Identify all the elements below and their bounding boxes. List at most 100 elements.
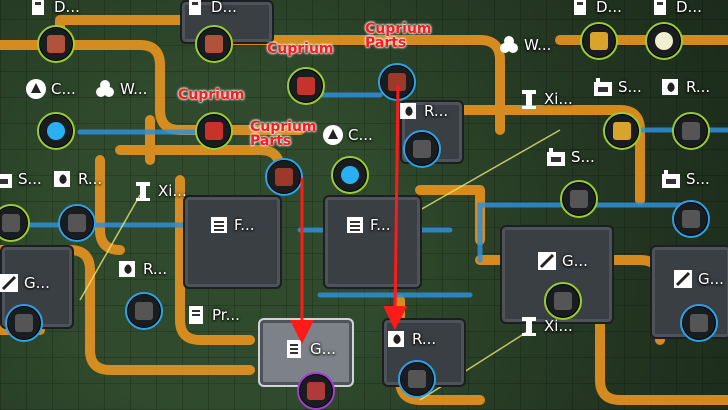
assembler-icon <box>284 338 306 360</box>
label-text: S... <box>18 170 42 188</box>
building-label[interactable]: S... <box>0 168 42 190</box>
belt <box>0 40 305 135</box>
stone-icon <box>15 314 33 332</box>
selected-building-label[interactable]: G... <box>284 338 336 360</box>
building-label[interactable]: W... <box>94 78 147 100</box>
building-label[interactable]: R... <box>660 76 710 98</box>
xi-icon <box>518 315 540 337</box>
item-node[interactable] <box>5 304 43 342</box>
building-label[interactable]: D... <box>650 0 702 18</box>
item-node[interactable] <box>672 200 710 238</box>
building-label[interactable]: Xi... <box>518 315 573 337</box>
crystal-icon <box>307 382 325 400</box>
item-node[interactable] <box>672 112 710 150</box>
building-label[interactable]: D... <box>570 0 622 18</box>
building-label[interactable]: G... <box>672 268 724 290</box>
building-label[interactable]: R... <box>386 328 436 350</box>
building-label[interactable]: F... <box>344 214 391 236</box>
label-text: Xi... <box>158 182 187 200</box>
item-node[interactable] <box>297 372 335 410</box>
refinery-icon <box>660 76 682 98</box>
building-label[interactable]: S... <box>592 76 642 98</box>
building-label[interactable]: D... <box>28 0 80 18</box>
building-label[interactable]: Xi... <box>518 88 573 110</box>
building-label[interactable]: G... <box>536 250 588 272</box>
stone-icon <box>408 370 426 388</box>
smelter-icon <box>660 168 682 190</box>
item-node[interactable] <box>331 156 369 194</box>
power-line <box>79 194 141 301</box>
gold-ore-icon <box>613 122 631 140</box>
building-label[interactable]: Xi... <box>132 180 187 202</box>
item-node[interactable] <box>580 22 618 60</box>
annotation-text: Cuprium <box>267 41 334 57</box>
building-label[interactable]: R... <box>52 168 102 190</box>
label-text: F... <box>370 216 391 234</box>
cuprium-icon <box>205 122 223 140</box>
label-text: G... <box>24 274 50 292</box>
item-node[interactable] <box>265 158 303 196</box>
item-node[interactable] <box>0 204 30 242</box>
building-label[interactable]: S... <box>545 146 595 168</box>
stone-icon <box>413 140 431 158</box>
label-text: D... <box>596 0 622 16</box>
item-node[interactable] <box>37 112 75 150</box>
item-node[interactable] <box>603 112 641 150</box>
annotation-line: Cuprium <box>365 21 432 37</box>
building-label[interactable]: F... <box>208 214 255 236</box>
item-node[interactable] <box>398 360 436 398</box>
building-label[interactable]: G... <box>0 272 50 294</box>
item-node[interactable] <box>125 292 163 330</box>
refinery-icon <box>398 100 420 122</box>
item-node[interactable] <box>403 130 441 168</box>
press-icon <box>186 304 208 326</box>
power-line <box>419 129 561 211</box>
item-node[interactable] <box>560 180 598 218</box>
furnace-building[interactable] <box>323 195 422 289</box>
building-label[interactable]: R... <box>398 100 448 122</box>
ore-icon <box>47 35 65 53</box>
furnace-icon <box>208 214 230 236</box>
generator-icon <box>0 272 20 294</box>
label-text: Xi... <box>544 317 573 335</box>
belt <box>95 155 125 255</box>
building-label[interactable]: C... <box>25 78 76 100</box>
belt <box>0 245 255 375</box>
item-node[interactable] <box>378 63 416 101</box>
annotation-line: Parts <box>250 133 292 149</box>
item-node[interactable] <box>58 204 96 242</box>
item-node[interactable] <box>680 304 718 342</box>
annotation-text: Cuprium Parts <box>365 22 432 50</box>
building-label[interactable]: S... <box>660 168 710 190</box>
refinery-icon <box>52 168 74 190</box>
stone-icon <box>554 292 572 310</box>
ore-icon <box>205 35 223 53</box>
label-text: C... <box>348 126 373 144</box>
xi-icon <box>132 180 154 202</box>
building-label[interactable]: C... <box>322 124 373 146</box>
water-icon <box>341 166 359 184</box>
building-label[interactable]: D... <box>185 0 237 18</box>
item-node[interactable] <box>195 25 233 63</box>
smelter-icon <box>592 76 614 98</box>
label-text: G... <box>562 252 588 270</box>
annotation-line: Parts <box>365 35 407 51</box>
furnace-building[interactable] <box>183 195 282 289</box>
item-node[interactable] <box>544 282 582 320</box>
label-text: Xi... <box>544 90 573 108</box>
label-text: D... <box>54 0 80 16</box>
item-node[interactable] <box>645 22 683 60</box>
label-text: S... <box>571 148 595 166</box>
item-node[interactable] <box>37 25 75 63</box>
cuprium-parts-icon <box>388 73 406 91</box>
building-label[interactable]: W... <box>498 34 551 56</box>
annotation-line: Cuprium <box>250 119 317 135</box>
label-text: W... <box>524 36 552 54</box>
collector-icon <box>322 124 344 146</box>
item-node[interactable] <box>195 112 233 150</box>
building-label[interactable]: R... <box>117 258 167 280</box>
item-node[interactable] <box>287 67 325 105</box>
building-label[interactable]: Pr... <box>186 304 240 326</box>
